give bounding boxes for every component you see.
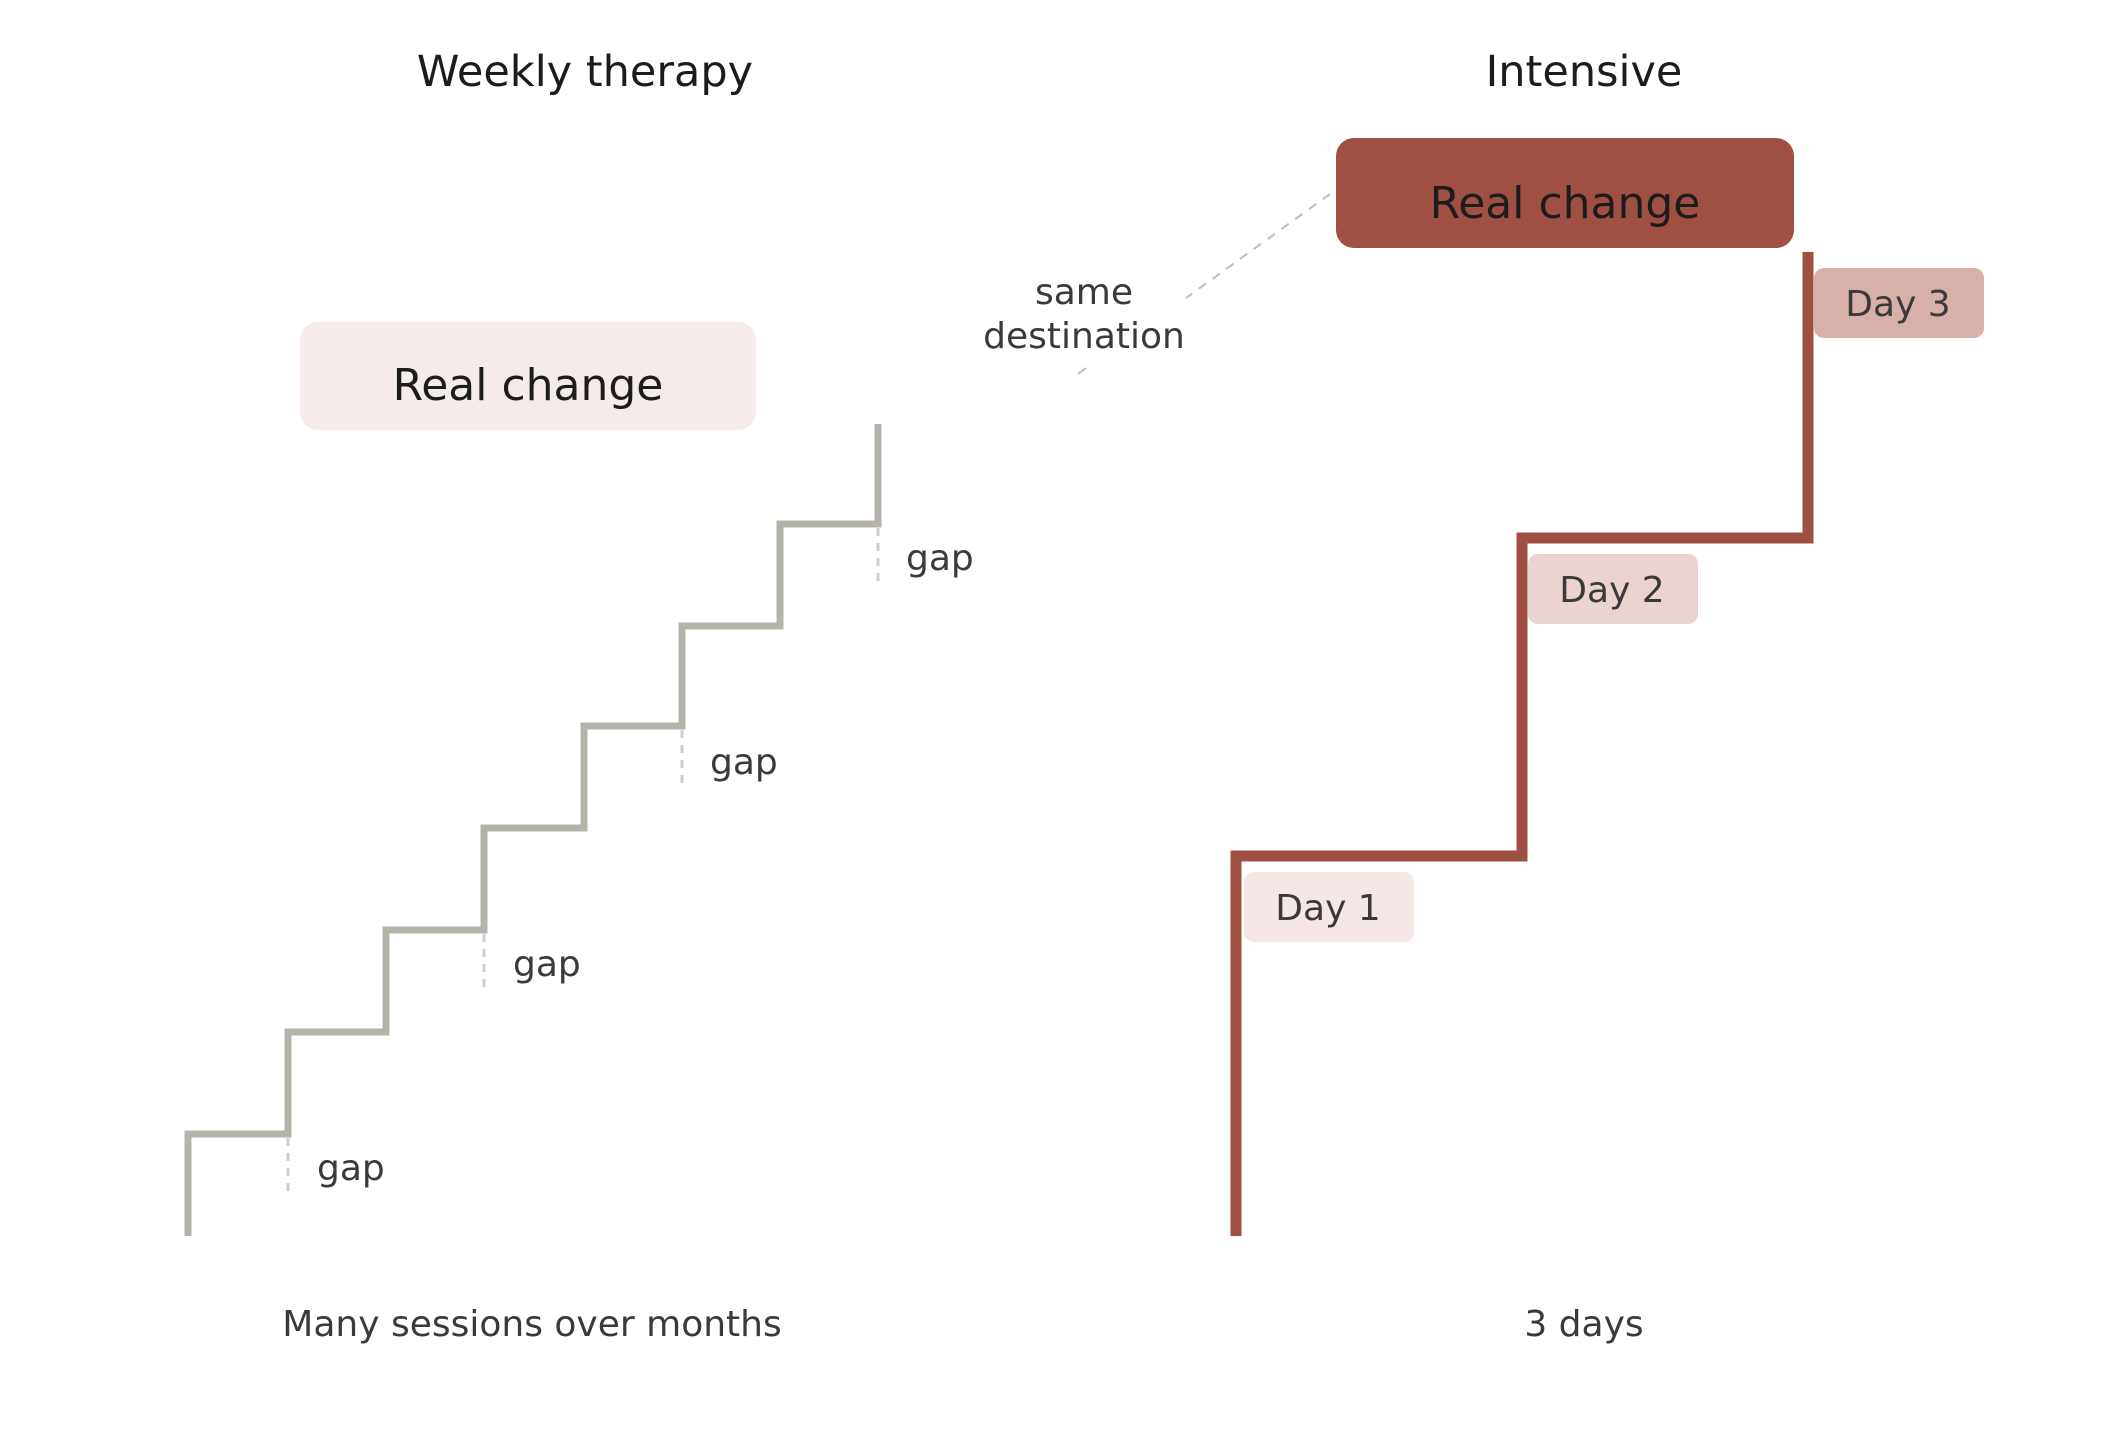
same-destination-connector-lower — [1077, 367, 1087, 375]
day-3-label: Day 3 — [1845, 284, 1950, 325]
intensive-footer: 3 days — [1524, 1304, 1643, 1345]
gap-label-3: gap — [710, 742, 778, 783]
weekly-goal-label: Real change — [393, 360, 664, 411]
day-3-badge: Day 3 — [1814, 268, 1984, 338]
intensive-goal-box: Real change — [1336, 138, 1794, 248]
day-2-label: Day 2 — [1559, 570, 1664, 611]
weekly-goal-box-bg — [300, 322, 756, 430]
day-1-badge: Day 1 — [1244, 872, 1414, 942]
weekly-therapy-title: Weekly therapy — [417, 47, 753, 97]
day-2-badge-bg — [1528, 554, 1698, 624]
same-destination-line1: same — [1035, 272, 1133, 313]
intensive-goal-label: Real change — [1430, 178, 1701, 229]
weekly-goal-box: Real change — [300, 322, 756, 430]
day-1-badge-bg — [1244, 872, 1414, 942]
day-1-label: Day 1 — [1275, 888, 1380, 929]
intensive-title: Intensive — [1486, 47, 1683, 97]
weekly-footer: Many sessions over months — [282, 1304, 781, 1345]
intensive-goal-box-bg — [1336, 138, 1794, 248]
day-3-badge-bg — [1814, 268, 1984, 338]
same-destination-connector-upper — [1185, 193, 1331, 299]
weekly-staircase — [184, 424, 882, 1236]
gap-label-2: gap — [513, 944, 581, 985]
gap-label-1: gap — [317, 1148, 385, 1189]
intensive-staircase — [1230, 252, 1814, 1236]
same-destination-line2: destination — [983, 316, 1185, 357]
day-2-badge: Day 2 — [1528, 554, 1698, 624]
gap-label-4: gap — [906, 538, 974, 579]
